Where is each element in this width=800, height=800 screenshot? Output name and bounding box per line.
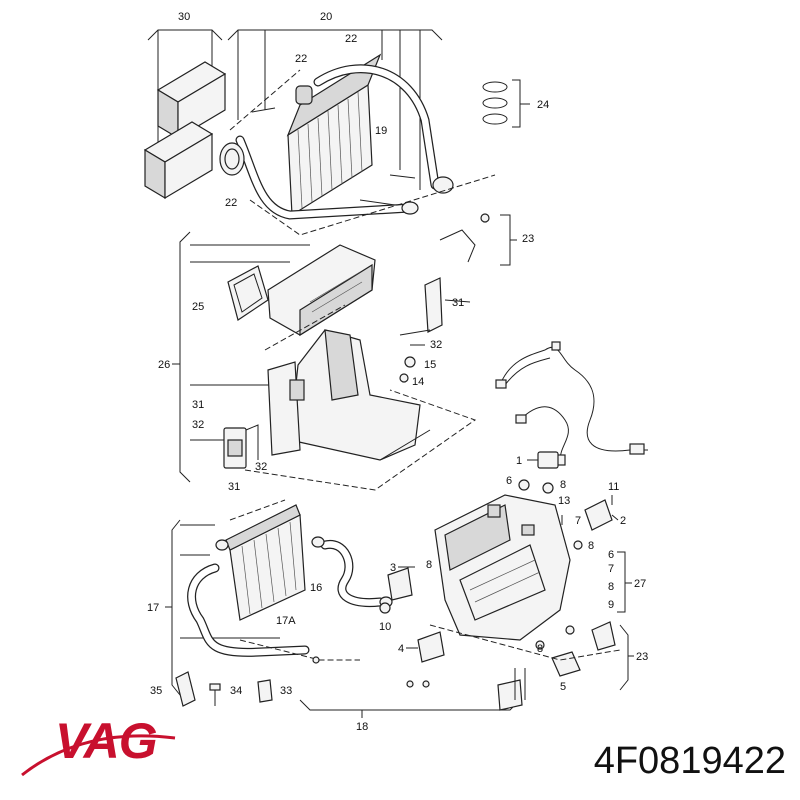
label-7-upper: 7: [575, 515, 581, 527]
label-20: 20: [320, 11, 332, 23]
actuator-31-left: [223, 424, 259, 469]
label-23-bottom: 23: [636, 651, 648, 663]
label-13: 13: [558, 495, 570, 507]
part-number: 4F0819422: [593, 740, 786, 782]
label-6-right: 6: [608, 549, 614, 561]
label-8-upper: 8: [560, 479, 566, 491]
evaporator-fins: [297, 91, 363, 209]
label-9: 9: [608, 599, 614, 611]
housing-top-cover: [267, 244, 376, 337]
label-30: 30: [178, 11, 190, 23]
bracket-17: [165, 519, 280, 696]
label-35: 35: [150, 685, 162, 697]
center-housing: [267, 329, 431, 461]
label-6-upper: 6: [506, 475, 512, 487]
label-27: 27: [634, 578, 646, 590]
label-15: 15: [424, 359, 436, 371]
wiring-harness: [495, 341, 648, 466]
bracket-35: [175, 671, 196, 707]
coolant-hoses: [187, 536, 393, 657]
label-8-left: 8: [426, 559, 432, 571]
label-22-left: 22: [295, 53, 307, 65]
label-2: 2: [620, 515, 626, 527]
label-26: 26: [158, 359, 170, 371]
label-32-lower: 32: [255, 461, 267, 473]
label-34: 34: [230, 685, 242, 697]
label-18: 18: [356, 721, 368, 733]
label-25: 25: [192, 301, 204, 313]
label-4: 4: [398, 643, 404, 655]
actuator-4: [406, 631, 445, 663]
heater-core: [225, 504, 306, 621]
logo-swoosh: [21, 734, 176, 777]
label-10: 10: [379, 621, 391, 633]
label-8-right: 8: [608, 581, 614, 593]
label-22-bottom: 22: [225, 197, 237, 209]
bracket-18: [299, 668, 526, 718]
bracket-23-bottom: [591, 621, 634, 691]
screw-34: [209, 683, 221, 706]
label-11: 11: [608, 481, 619, 493]
vag-logo: VAG: [55, 713, 158, 769]
bracket-27: [617, 551, 632, 613]
bracket-23-top: [439, 213, 517, 266]
bracket-31-right: [399, 277, 471, 346]
label-14: 14: [412, 376, 424, 388]
label-8-lower: 8: [537, 643, 543, 655]
label-8-center: 8: [588, 540, 594, 552]
cabin-filter-lower: [143, 121, 214, 200]
label-5: 5: [560, 681, 566, 693]
gasket-25: [227, 265, 269, 321]
label-32-right: 32: [430, 339, 442, 351]
label-33: 33: [280, 685, 292, 697]
label-31-lower: 31: [228, 481, 240, 493]
label-23-top: 23: [522, 233, 534, 245]
label-31-left: 31: [192, 399, 204, 411]
label-17: 17: [147, 602, 159, 614]
label-1: 1: [516, 455, 522, 467]
o-ring-set: [482, 79, 530, 128]
evaporator-core: [286, 53, 382, 217]
bracket-26: [172, 231, 310, 483]
label-3: 3: [390, 562, 396, 574]
actuator-1: [527, 451, 559, 469]
clip-33: [257, 679, 273, 703]
label-31-right: 31: [452, 297, 464, 309]
actuator-3: [387, 566, 415, 601]
heater-box-housing: [434, 494, 571, 641]
label-22-top: 22: [345, 33, 357, 45]
label-17a: 17A: [276, 615, 296, 627]
cabin-filter-upper: [156, 61, 227, 140]
label-16: 16: [310, 582, 322, 594]
callout-labels: 30 20 22 22 22 19 24 23 25 31 32 15 14 2…: [147, 11, 648, 733]
fasteners: [312, 479, 613, 688]
label-19: 19: [375, 125, 387, 137]
label-32-left: 32: [192, 419, 204, 431]
label-7-right: 7: [608, 563, 614, 575]
label-24: 24: [537, 99, 549, 111]
actuator-5: [551, 651, 581, 677]
actuator-2: [584, 499, 619, 531]
